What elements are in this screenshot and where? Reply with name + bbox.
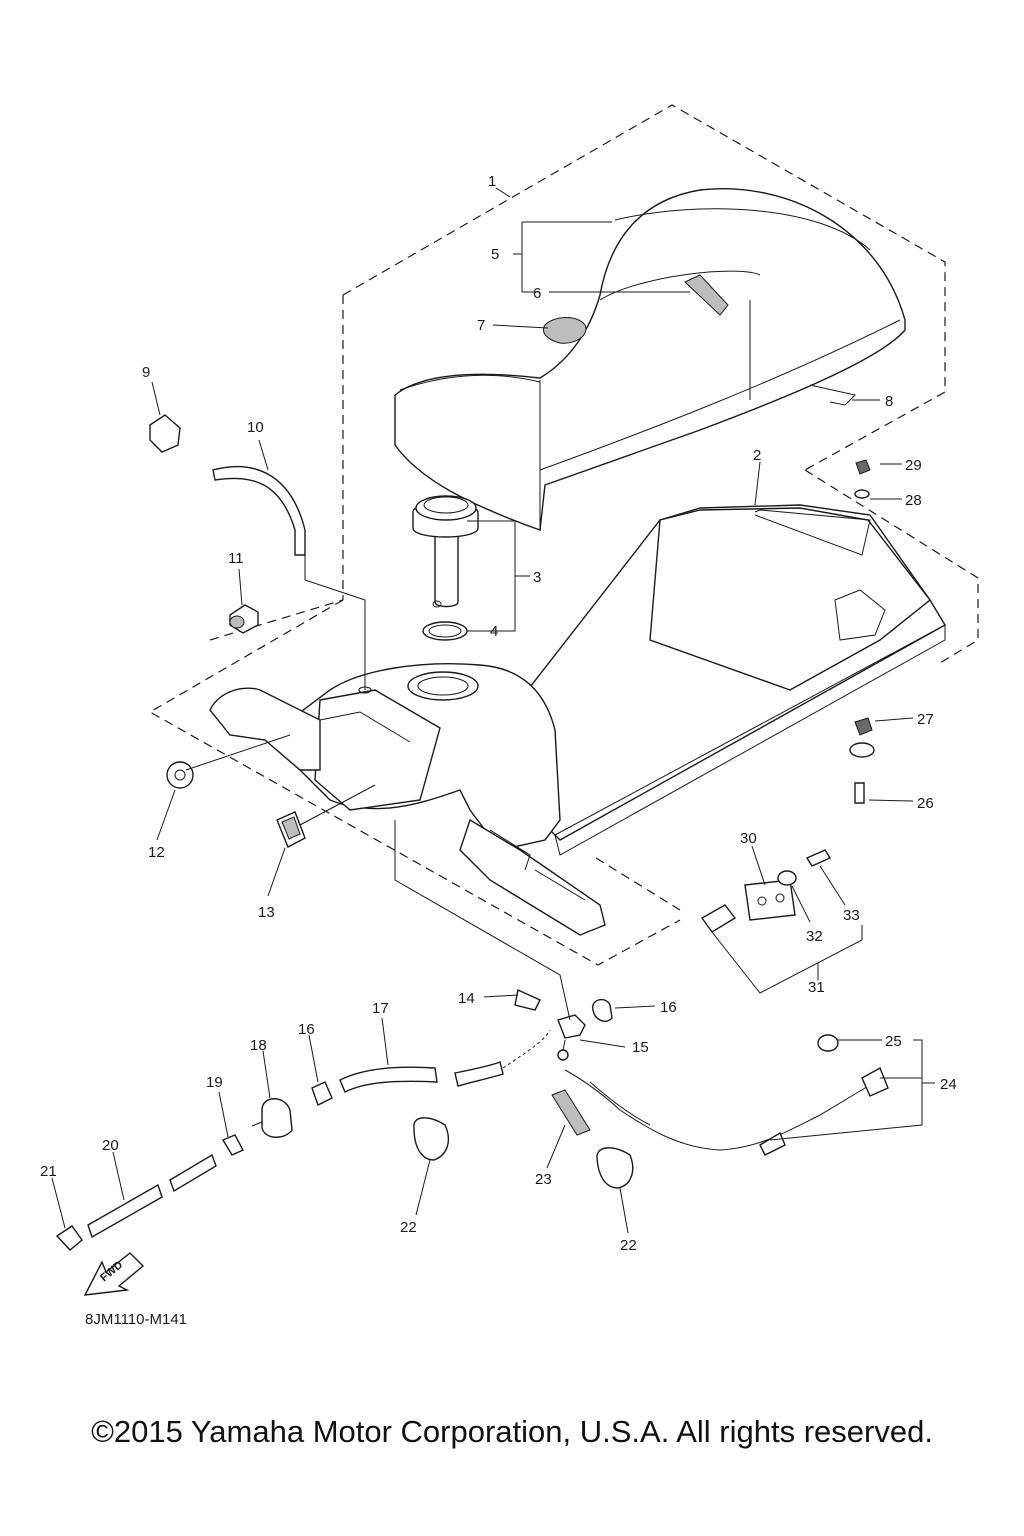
callout-27: 27 (917, 711, 934, 728)
callout-29: 29 (905, 457, 922, 474)
hull-deck (519, 504, 946, 856)
callout-7: 7 (477, 317, 485, 334)
callout-6: 6 (533, 285, 541, 302)
switch-bracket (744, 879, 796, 921)
callout-11: 11 (228, 550, 244, 567)
hull-boundary (148, 469, 979, 966)
callout-1: 1 (488, 173, 496, 190)
filler-gasket (422, 621, 468, 641)
callout-3: 3 (533, 569, 541, 586)
callouts: 1 2 3 4 5 6 7 8 9 10 11 12 13 14 15 16 1… (40, 173, 957, 1254)
callout-19: 19 (206, 1074, 223, 1091)
fuel-hose (339, 1029, 551, 1093)
callout-33: 33 (843, 907, 860, 924)
callout-16-right: 16 (660, 999, 677, 1016)
hose-clip (514, 988, 541, 1011)
callout-32: 32 (806, 928, 823, 945)
callout-22-right: 22 (620, 1237, 637, 1254)
seat-patch (543, 317, 587, 344)
star-washer (166, 761, 194, 789)
fuel-pipe (87, 1153, 217, 1239)
callout-21: 21 (40, 1163, 57, 1180)
drawing-code: 8JM1110-M141 (85, 1311, 187, 1328)
nut-washer-27 (849, 717, 875, 758)
seat (394, 188, 906, 531)
callout-15: 15 (632, 1039, 649, 1056)
callout-16-left: 16 (298, 1021, 315, 1038)
clip-part (149, 414, 181, 453)
vent-nipple (229, 604, 259, 634)
cable-grommet (817, 1034, 839, 1052)
washer-32 (777, 870, 797, 886)
callout-13: 13 (258, 904, 275, 921)
callout-9: 9 (142, 364, 150, 381)
filter-nut (221, 1134, 244, 1156)
hose-sleeve-left (311, 1081, 333, 1106)
fwd-arrow-icon: FWD (83, 1252, 145, 1296)
seat-strap (684, 274, 729, 316)
callout-8: 8 (885, 393, 893, 410)
tank-carrier (209, 687, 606, 936)
callout-31: 31 (808, 979, 825, 996)
callout-22-left: 22 (400, 1219, 417, 1236)
callout-20: 20 (102, 1137, 119, 1154)
callout-26: 26 (917, 795, 934, 812)
seat-assembly-boundary (342, 104, 946, 600)
choke-cable (564, 1067, 889, 1156)
callout-10: 10 (247, 419, 264, 436)
warning-label (276, 811, 306, 848)
vent-hose (212, 466, 306, 556)
callout-28: 28 (905, 492, 922, 509)
callout-30: 30 (740, 830, 757, 847)
seat-hook (809, 384, 856, 406)
callout-18: 18 (250, 1037, 267, 1054)
callout-17: 17 (372, 1000, 389, 1017)
cable-spring (551, 1089, 591, 1136)
bolt (854, 782, 865, 804)
hose-clamp-right (596, 1147, 634, 1189)
callout-24: 24 (940, 1076, 957, 1093)
copyright-notice: ©2015 Yamaha Motor Corporation, U.S.A. A… (91, 1414, 933, 1449)
fuel-cock (557, 1014, 586, 1061)
callout-4: 4 (490, 623, 498, 640)
callout-12: 12 (148, 844, 165, 861)
washer-28 (854, 489, 870, 499)
pipe-clamp (55, 1225, 83, 1251)
fuel-tank (289, 663, 561, 851)
filler-cap (412, 495, 479, 608)
leader-lines (51, 187, 935, 1234)
hose-sleeve-right (591, 998, 613, 1022)
switch-body (700, 904, 737, 933)
callout-14: 14 (458, 990, 475, 1007)
callout-23: 23 (535, 1171, 552, 1188)
hose-clamp-left (413, 1117, 449, 1161)
callout-5: 5 (491, 246, 499, 263)
callout-2: 2 (753, 447, 761, 464)
fuel-filter (251, 1098, 293, 1138)
callout-25: 25 (885, 1033, 902, 1050)
nut-29 (855, 459, 871, 475)
screw-33 (805, 849, 832, 867)
